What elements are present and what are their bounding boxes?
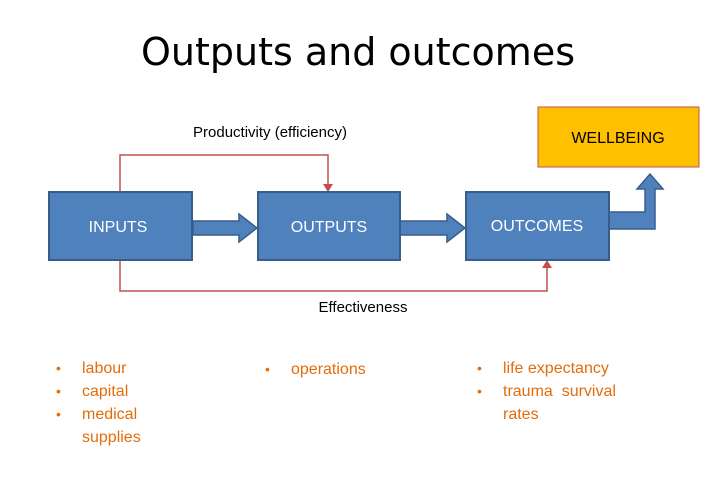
wellbeing-box-label: WELLBEING (571, 130, 664, 147)
productivity-label: Productivity (efficiency) (193, 124, 347, 141)
outcomes-box-label: OUTCOMES (491, 218, 583, 235)
outcomes-to-wellbeing-arrow (608, 172, 665, 230)
list-item: • operations (265, 358, 415, 381)
list-item: • medical supplies (56, 403, 166, 449)
list-item: • trauma survival rates (477, 380, 637, 426)
list-item: • labour (56, 357, 166, 380)
list-item-label: medical supplies (82, 406, 141, 446)
bullet-icon: • (265, 361, 270, 377)
list-item-label: operations (291, 361, 366, 378)
outputs-box: OUTPUTS (257, 191, 401, 261)
outcomes-list: • life expectancy • trauma survival rates (477, 357, 637, 426)
list-item: • capital (56, 380, 166, 403)
inputs-box-label: INPUTS (89, 219, 148, 236)
inputs-list: • labour • capital • medical supplies (56, 357, 166, 449)
productivity-connector (119, 154, 329, 192)
inputs-box: INPUTS (48, 191, 193, 261)
bullet-icon: • (477, 360, 482, 376)
bullet-icon: • (477, 383, 482, 399)
wellbeing-box: WELLBEING (537, 106, 700, 168)
list-item-label: capital (82, 383, 129, 400)
list-item-label: life expectancy (503, 360, 609, 377)
outputs-box-label: OUTPUTS (291, 219, 367, 236)
list-item-label: trauma survival rates (503, 383, 621, 423)
list-item: • life expectancy (477, 357, 637, 380)
effectiveness-arrowhead (542, 260, 552, 268)
bullet-icon: • (56, 406, 61, 422)
outputs-to-outcomes-arrow (399, 212, 467, 244)
inputs-to-outputs-arrow (192, 212, 259, 244)
bullet-icon: • (56, 360, 61, 376)
outcomes-box: OUTCOMES (465, 191, 610, 261)
list-item-label: labour (82, 360, 127, 377)
outputs-list: • operations (265, 358, 415, 381)
effectiveness-connector (119, 260, 548, 292)
effectiveness-label: Effectiveness (319, 299, 408, 316)
productivity-arrowhead (323, 184, 333, 192)
bullet-icon: • (56, 383, 61, 399)
page-title: Outputs and outcomes (140, 30, 575, 74)
